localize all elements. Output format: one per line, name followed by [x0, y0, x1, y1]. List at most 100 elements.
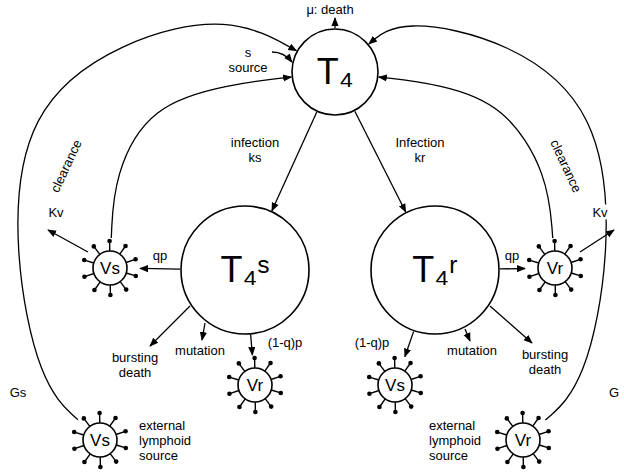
- virus-spike: [395, 402, 397, 411]
- spike-knob: [268, 361, 273, 366]
- node-label: Vs: [100, 260, 120, 277]
- spike-knob: [537, 459, 542, 464]
- virus-spike: [565, 282, 570, 289]
- virus-spike: [265, 364, 270, 371]
- annotation: s source: [227, 45, 268, 75]
- virus-spike: [120, 282, 125, 289]
- spike-knob: [82, 258, 87, 263]
- spike-knob: [82, 460, 87, 465]
- spike-knob: [527, 274, 532, 279]
- virus-spike: [540, 282, 545, 289]
- annotation: μ: death: [305, 2, 354, 17]
- spike-knob: [367, 375, 372, 380]
- spike-knob: [578, 257, 583, 262]
- virus-spike: [116, 445, 125, 448]
- virus-spike: [523, 457, 525, 466]
- cell-border: [181, 206, 309, 334]
- node-label: Vr: [247, 377, 263, 394]
- virus-spike: [405, 364, 410, 371]
- virus-spike: [120, 247, 125, 254]
- spike-knob: [505, 460, 510, 465]
- spike-knob: [82, 274, 87, 279]
- spike-knob: [537, 288, 542, 293]
- rate-label: qp: [504, 248, 520, 263]
- virus-spike: [533, 454, 538, 461]
- annotation: bursting death: [111, 350, 159, 380]
- virus-spike: [498, 432, 507, 435]
- virus-spike: [75, 432, 84, 435]
- spike-knob: [114, 459, 119, 464]
- spike-knob: [495, 446, 500, 451]
- node-label: T₄ʳ: [412, 252, 457, 288]
- node-label: Vr: [547, 260, 563, 277]
- virus-spike: [230, 390, 239, 393]
- spike-knob: [123, 429, 128, 434]
- virus-spike: [539, 432, 548, 435]
- virus-spike: [84, 419, 89, 426]
- spike-knob: [569, 287, 574, 292]
- virus-border: [378, 368, 412, 402]
- virus-particle: Vr: [493, 410, 553, 470]
- spike-knob: [269, 404, 274, 409]
- spike-knob: [495, 430, 500, 435]
- spike-knob: [377, 361, 382, 366]
- virus-spike: [240, 399, 245, 406]
- rate-label: G: [608, 385, 620, 400]
- bursting-arrow: [490, 306, 532, 343]
- annotation: mutation: [446, 343, 498, 358]
- node-label: T₄ˢ: [221, 252, 270, 288]
- mutation-arrow: [465, 329, 470, 341]
- virus-particle: Vs: [70, 410, 130, 470]
- spike-knob: [505, 416, 510, 421]
- virus-spike: [85, 273, 94, 276]
- spike-knob: [367, 391, 372, 396]
- virus-spike: [411, 390, 420, 393]
- virus-spike: [85, 454, 90, 461]
- virus-particle: Vr: [525, 238, 585, 298]
- virus-border: [506, 423, 540, 457]
- cell-circle: T₄ˢ: [180, 205, 310, 335]
- virus-spike: [394, 359, 396, 368]
- spike-knob: [237, 405, 242, 410]
- spike-knob: [113, 416, 118, 421]
- virus-spike: [380, 399, 385, 406]
- spike-knob: [521, 465, 526, 470]
- virus-spike: [99, 414, 101, 423]
- virus-spike: [539, 247, 544, 254]
- spike-knob: [98, 465, 103, 470]
- annotation: bursting death: [521, 347, 569, 377]
- cell-border: [371, 206, 499, 334]
- spike-knob: [418, 374, 423, 379]
- virus-spike: [571, 273, 580, 276]
- spike-knob: [418, 391, 423, 396]
- spike-knob: [392, 356, 397, 361]
- node-label: Vs: [90, 432, 110, 449]
- spike-knob: [133, 257, 138, 262]
- virus-spike: [85, 260, 94, 263]
- spike-knob: [278, 374, 283, 379]
- virus-spike: [508, 454, 513, 461]
- spike-knob: [552, 239, 557, 244]
- annotation: external lymphoid source: [428, 418, 482, 463]
- flow-arrow: [405, 331, 414, 356]
- virus-spike: [75, 445, 84, 448]
- spike-knob: [393, 410, 398, 415]
- virus-spike: [530, 273, 539, 276]
- spike-knob: [123, 446, 128, 451]
- spike-knob: [72, 446, 77, 451]
- rate-label: Infection kr: [394, 135, 445, 165]
- virus-particle: Vs: [365, 355, 425, 415]
- virus-spike: [565, 247, 570, 254]
- rate-label: (1-q)p: [354, 335, 391, 350]
- spike-knob: [408, 361, 413, 366]
- spike-knob: [520, 411, 525, 416]
- virus-spike: [110, 454, 115, 461]
- virus-spike: [498, 445, 507, 448]
- virus-spike: [109, 242, 111, 251]
- spike-knob: [537, 244, 542, 249]
- virus-spike: [94, 247, 99, 254]
- virus-spike: [555, 285, 557, 294]
- virus-spike: [370, 377, 379, 380]
- spike-knob: [227, 375, 232, 380]
- virus-spike: [405, 399, 410, 406]
